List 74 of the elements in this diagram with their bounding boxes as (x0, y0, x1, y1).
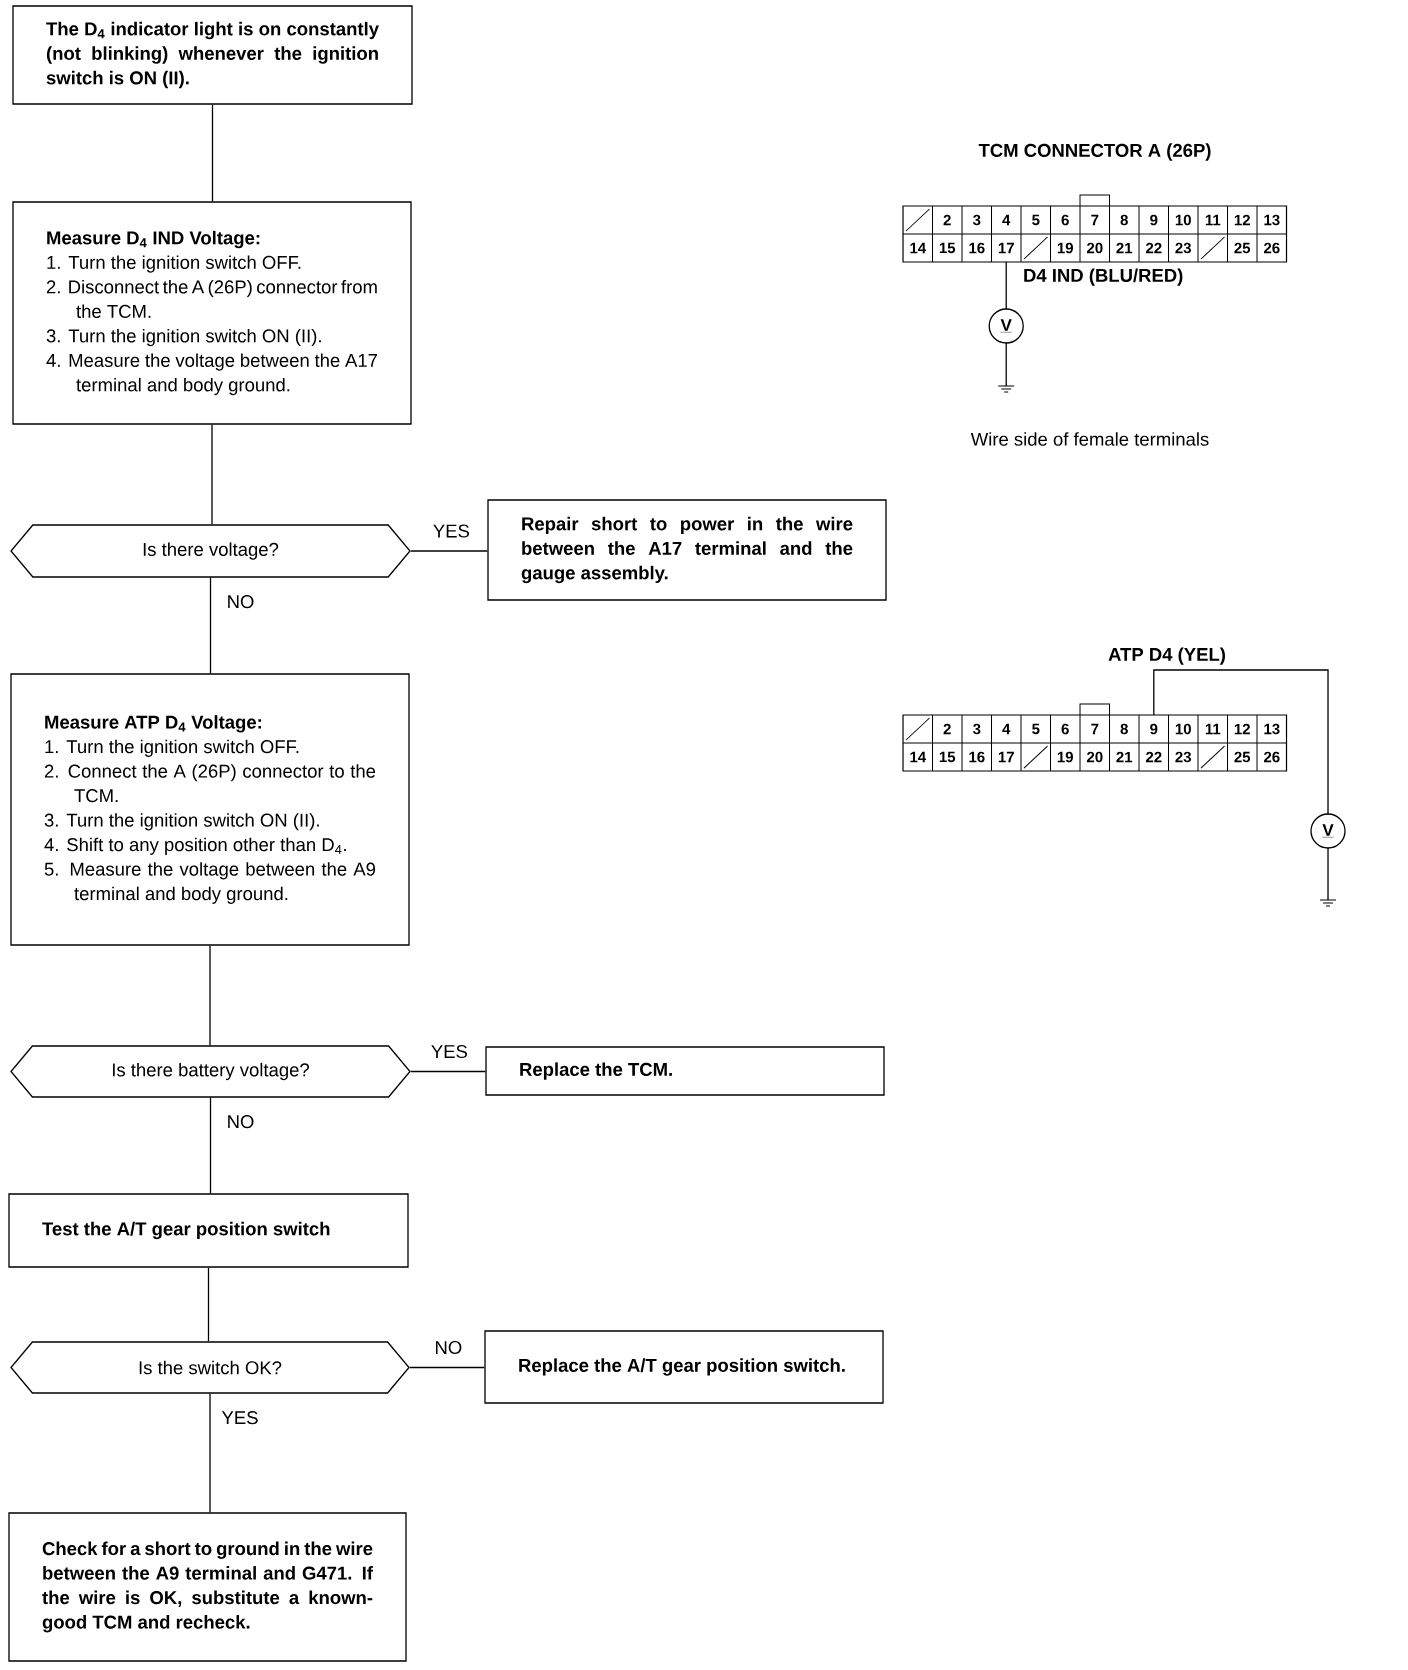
pin-number: 8 (1120, 723, 1128, 735)
pin-number: 25 (1234, 242, 1251, 254)
pin-number: 5 (1032, 214, 1040, 226)
pin-number: 22 (1146, 242, 1162, 254)
edge-label: NO (436, 1340, 462, 1355)
pin-number: 14 (910, 751, 927, 763)
pin-number: 25 (1234, 751, 1251, 763)
pin-number: 9 (1150, 723, 1158, 735)
connector-line (209, 945, 211, 1046)
pin-number: 4 (1002, 723, 1011, 735)
process-box: Test the A/T gear position switch (8, 1193, 409, 1268)
pin-number: 10 (1175, 214, 1191, 226)
pin-number: 26 (1264, 242, 1280, 254)
pin-number: 14 (910, 242, 927, 254)
pin-number: 9 (1150, 214, 1158, 226)
pin-number: 26 (1264, 751, 1280, 763)
connector-line (410, 1070, 486, 1073)
pin-number: 22 (1146, 751, 1162, 763)
pin-number: 19 (1057, 242, 1073, 254)
pin-number: 13 (1264, 214, 1280, 226)
pin-number: 11 (1205, 723, 1221, 735)
connector-line (209, 1393, 211, 1513)
pin-number: 13 (1264, 723, 1280, 735)
process-box: Replace the TCM. (485, 1046, 885, 1096)
pin-number: 16 (969, 242, 985, 254)
pin-number: 23 (1175, 751, 1191, 763)
pin-number: 7 (1091, 723, 1099, 735)
pin-number: 11 (1205, 214, 1221, 226)
pin-number: 21 (1116, 751, 1133, 763)
process-box: Measure ATP D$_{4}$ Voltage: 1. Turn the ignition switch OFF. 2. Connect the A (26P) connector to the TCM. 3. Turn the ignition switch ON (II). 4. Shift to any position other than D$_{4}$. 5. Measure the voltage between the A9 terminal and body ground. (10, 673, 410, 946)
pin-number: 8 (1120, 214, 1128, 226)
pin-number: 2 (943, 723, 951, 735)
wire-label: D4 IND (BLU/RED) (1024, 268, 1183, 286)
pin-number: 7 (1091, 214, 1099, 226)
connector-line (209, 1097, 212, 1194)
pin-number: 3 (973, 723, 981, 735)
pin-number: 15 (939, 242, 956, 254)
edge-label: YES (433, 524, 469, 538)
pin-number: 20 (1087, 242, 1103, 254)
connector-line (211, 424, 213, 525)
pin-number: 10 (1175, 723, 1191, 735)
pin-number: 16 (969, 751, 985, 763)
process-box: The D$_{4}$ indicator light is on constantly (not blinking) whenever the ignition switch is ON (II). (12, 5, 413, 105)
connector-line (207, 1267, 210, 1342)
pin-number: 21 (1116, 242, 1133, 254)
pin-number: 3 (973, 214, 981, 226)
edge-label: YES (221, 1411, 258, 1425)
pin-number: 23 (1175, 242, 1191, 254)
pin-number: 15 (939, 751, 956, 763)
pin-number: 12 (1234, 723, 1250, 735)
pin-number: 12 (1234, 214, 1250, 226)
pin-number: 17 (998, 751, 1014, 763)
edge-label: YES (431, 1044, 467, 1059)
connector-line (410, 550, 488, 552)
connector-line (211, 104, 214, 202)
process-box: Replace the A/T gear position switch. (484, 1330, 884, 1404)
connector-line (409, 1366, 485, 1369)
pin-number: 17 (998, 242, 1014, 254)
pin-number: 19 (1057, 751, 1073, 763)
note-text: Wire side of female terminals (970, 432, 1209, 446)
edge-label: NO (228, 1115, 254, 1129)
connector-line (209, 577, 212, 674)
connector-title: TCM CONNECTOR A (26P) (978, 143, 1211, 161)
wire-label: ATP D4 (YEL) (1108, 647, 1225, 665)
process-box: Repair short to power in the wire between the A17 terminal and the gauge assembly. (487, 499, 887, 601)
process-box: Check for a short to ground in the wire between the A9 terminal and G471. If the wire is OK, substitute a known-good TCM and recheck. (8, 1512, 407, 1662)
pin-number: 6 (1061, 723, 1069, 735)
process-box: Measure D$_{4}$ IND Voltage: 1. Turn the ignition switch OFF. 2. Disconnect the A (26P) connector from the TCM. 3. Turn the ignition switch ON (II). 4. Measure the voltage between the A17 terminal and body ground. (12, 201, 412, 425)
pin-number: 6 (1061, 214, 1069, 226)
pin-number: 4 (1002, 214, 1011, 226)
pin-number: 5 (1032, 723, 1040, 735)
pin-number: 20 (1087, 751, 1103, 763)
pin-number: 2 (943, 214, 951, 226)
edge-label: NO (228, 595, 254, 609)
